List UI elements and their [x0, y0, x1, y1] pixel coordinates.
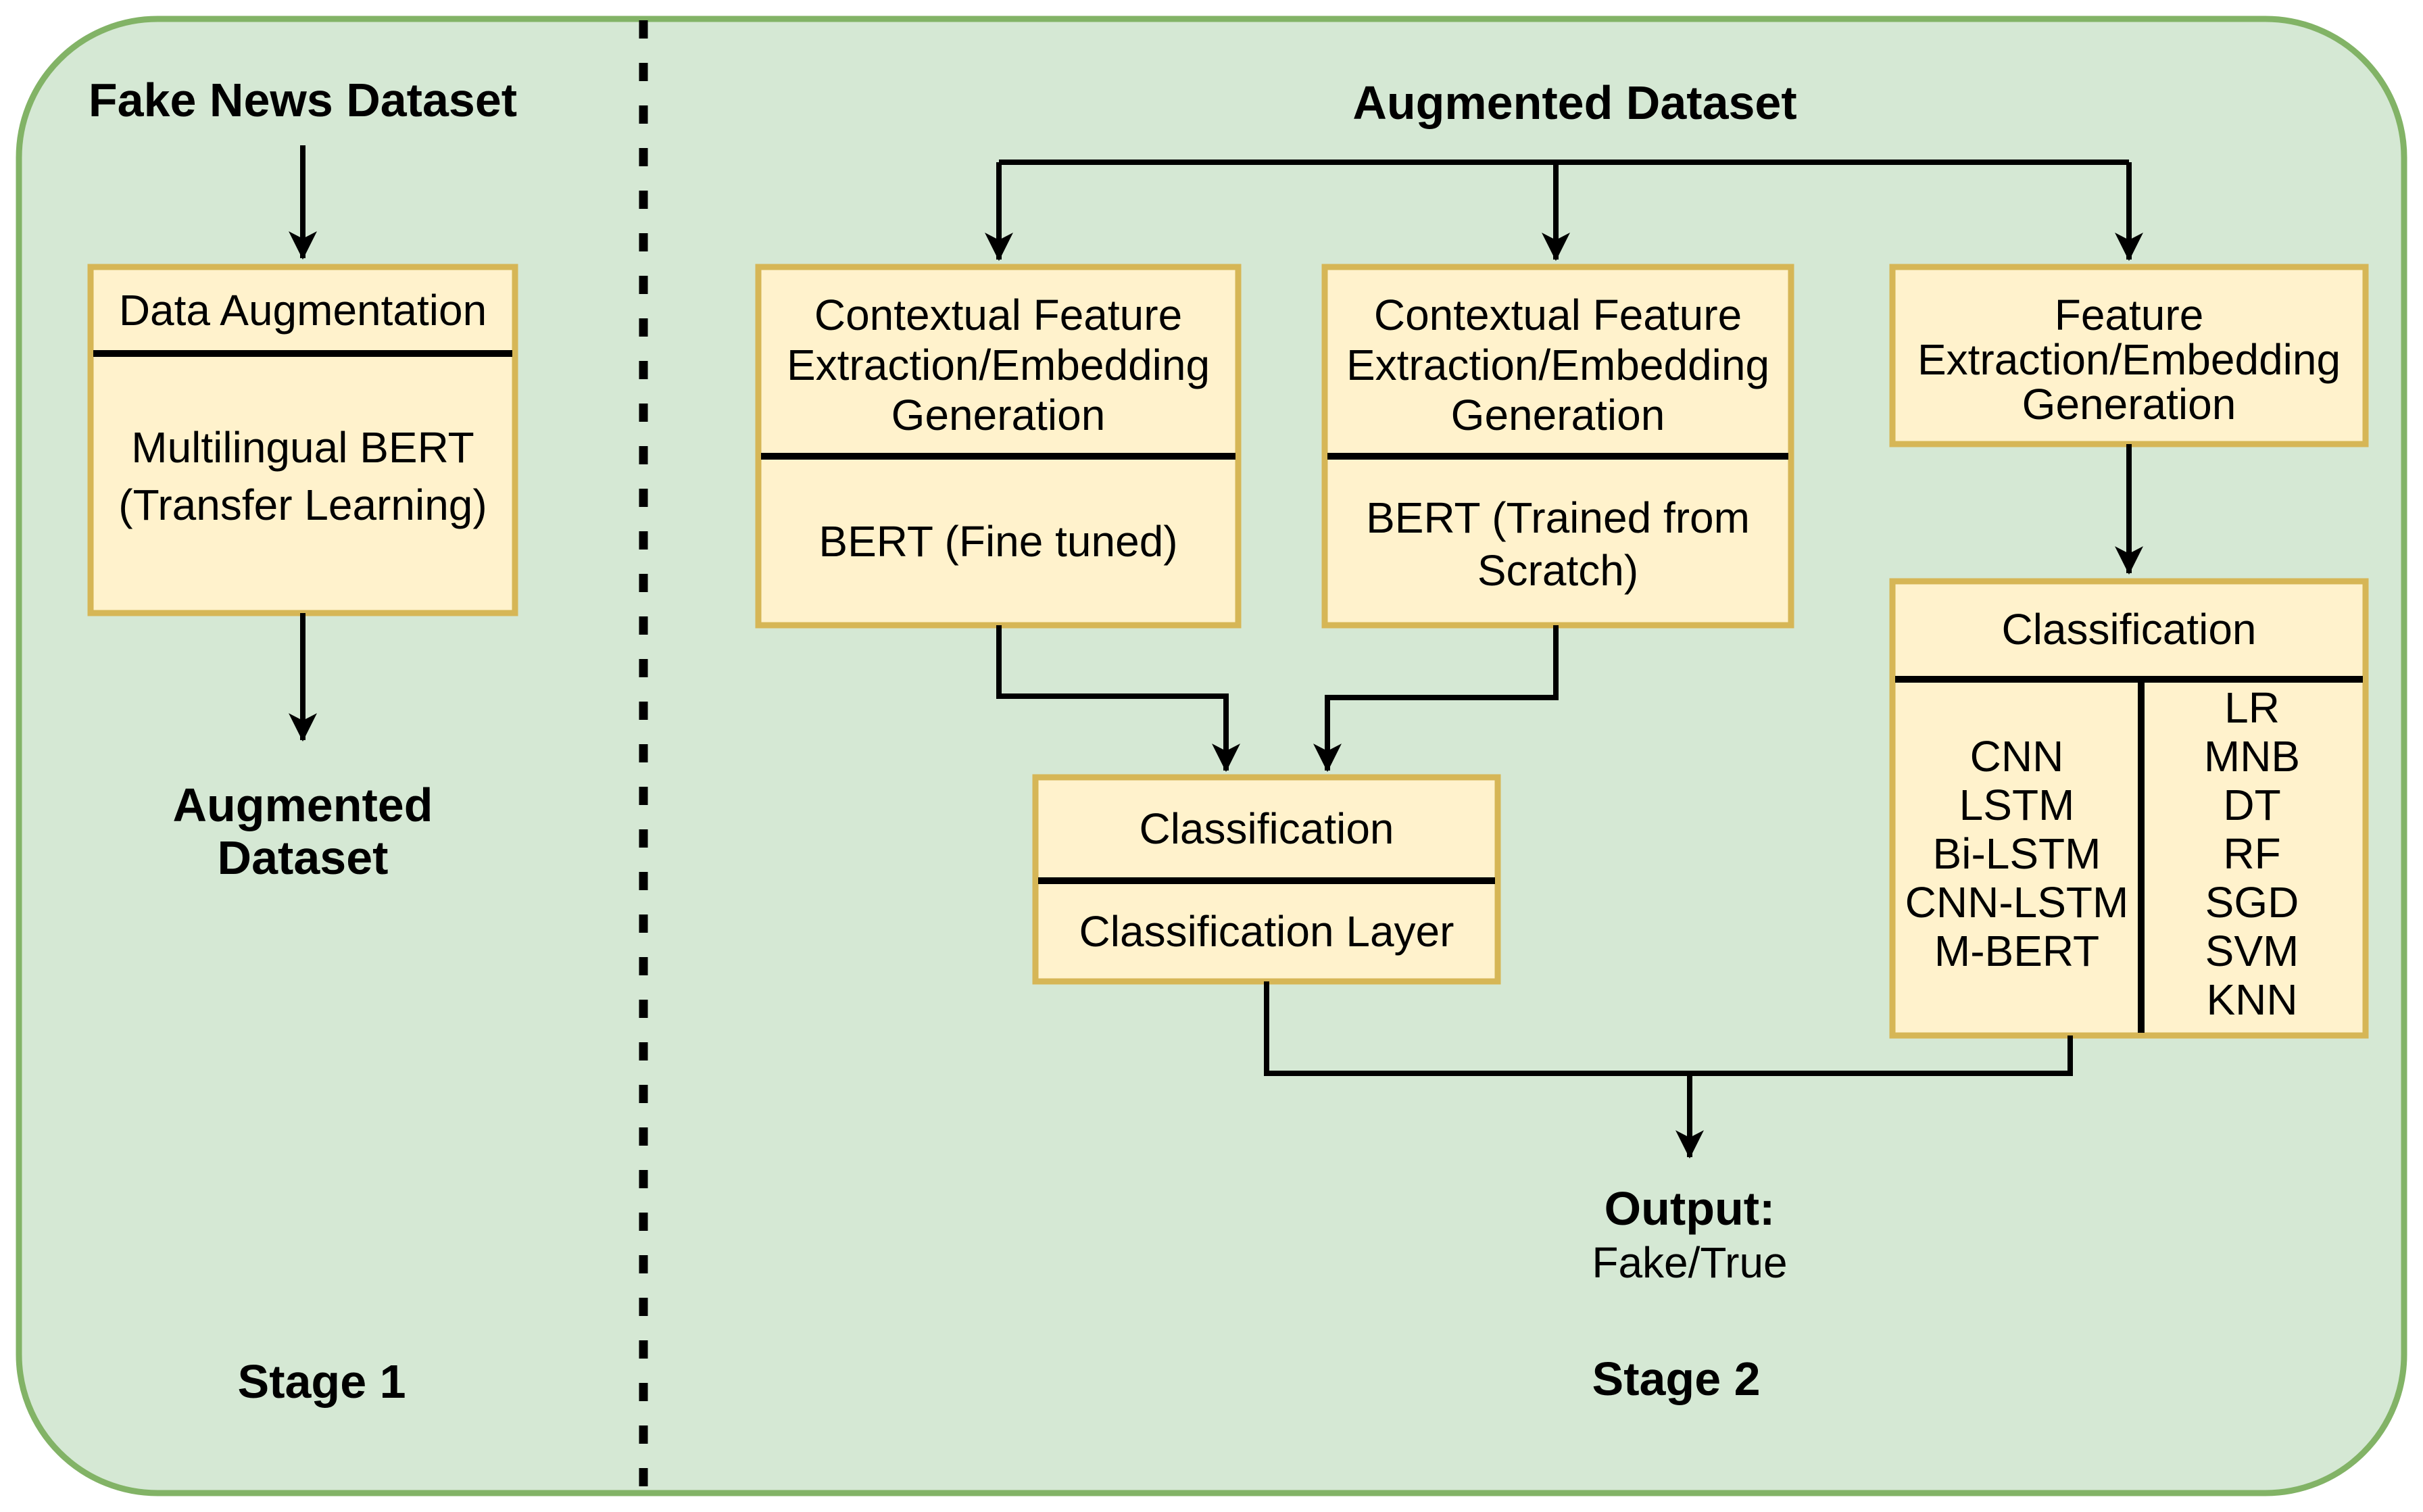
stage1-label: Stage 1 — [238, 1355, 406, 1408]
bert-finetuned-header-line2: Extraction/Embedding — [787, 341, 1210, 389]
feature-extraction-line2: Extraction/Embedding — [1917, 335, 2341, 384]
multilingual-bert-line2: (Transfer Learning) — [118, 481, 487, 529]
data-augmentation-header: Data Augmentation — [119, 286, 487, 335]
dl-model-item: CNN-LSTM — [1905, 878, 2129, 927]
stage2-group: Augmented Dataset Contextual Feature Ext… — [755, 76, 2369, 1405]
ml-model-item: MNB — [2204, 732, 2300, 781]
ml-model-item: LR — [2224, 683, 2280, 732]
augmented-dataset-result-line2: Dataset — [218, 831, 389, 884]
stage1-group: Fake News Dataset Data Augmentation Mult… — [87, 74, 518, 1408]
classification-body: Classification Layer — [1079, 907, 1454, 956]
dl-model-item: LSTM — [1959, 781, 2075, 829]
bert-finetuned-header-line3: Generation — [891, 391, 1106, 439]
pipeline-panel-background — [16, 16, 2407, 1496]
bert-finetuned-header-line1: Contextual Feature — [814, 291, 1182, 339]
output-label: Output: — [1605, 1182, 1776, 1235]
ml-model-item: SGD — [2205, 878, 2299, 927]
ml-model-item: RF — [2223, 829, 2280, 878]
fake-news-dataset-label: Fake News Dataset — [89, 74, 517, 126]
augmented-dataset-title: Augmented Dataset — [1352, 76, 1796, 129]
dl-model-item: Bi-LSTM — [1933, 829, 2101, 878]
data-augmentation-box — [87, 264, 518, 616]
output-value: Fake/True — [1592, 1238, 1787, 1287]
classification-header: Classification — [1139, 804, 1394, 853]
ml-models-column: LR MNB DT RF SGD SVM KNN — [2204, 683, 2300, 1024]
ml-classification-box — [1889, 578, 2369, 1039]
connector-bert-finetuned-to-classification — [996, 625, 1240, 773]
stage2-label: Stage 2 — [1592, 1352, 1761, 1405]
dl-model-item: M-BERT — [1934, 927, 2099, 975]
ml-model-item: KNN — [2206, 975, 2297, 1024]
connector-bert-scratch-to-classification — [1313, 625, 1559, 773]
bert-scratch-header-line3: Generation — [1451, 391, 1665, 439]
augmented-dataset-result-line1: Augmented — [173, 779, 433, 831]
bert-scratch-body-line2: Scratch) — [1477, 546, 1638, 595]
feature-extraction-line1: Feature — [2055, 291, 2204, 339]
ml-classification-header: Classification — [2001, 605, 2256, 654]
bert-scratch-header-line1: Contextual Feature — [1374, 291, 1742, 339]
bert-scratch-body-line1: BERT (Trained from — [1366, 493, 1750, 542]
dl-model-item: CNN — [1970, 732, 2064, 781]
bert-scratch-header-line2: Extraction/Embedding — [1346, 341, 1769, 389]
feature-extraction-line3: Generation — [2022, 380, 2236, 429]
feature-extraction-box — [1889, 264, 2369, 447]
bert-finetuned-box — [755, 264, 1242, 629]
multilingual-bert-line1: Multilingual BERT — [131, 423, 474, 472]
ml-model-item: SVM — [2205, 927, 2299, 975]
ml-model-item: DT — [2223, 781, 2280, 829]
dl-models-column: CNN LSTM Bi-LSTM CNN-LSTM M-BERT — [1905, 732, 2129, 975]
connector-merge-to-output — [1264, 981, 2073, 1076]
bert-finetuned-body: BERT (Fine tuned) — [818, 517, 1177, 566]
